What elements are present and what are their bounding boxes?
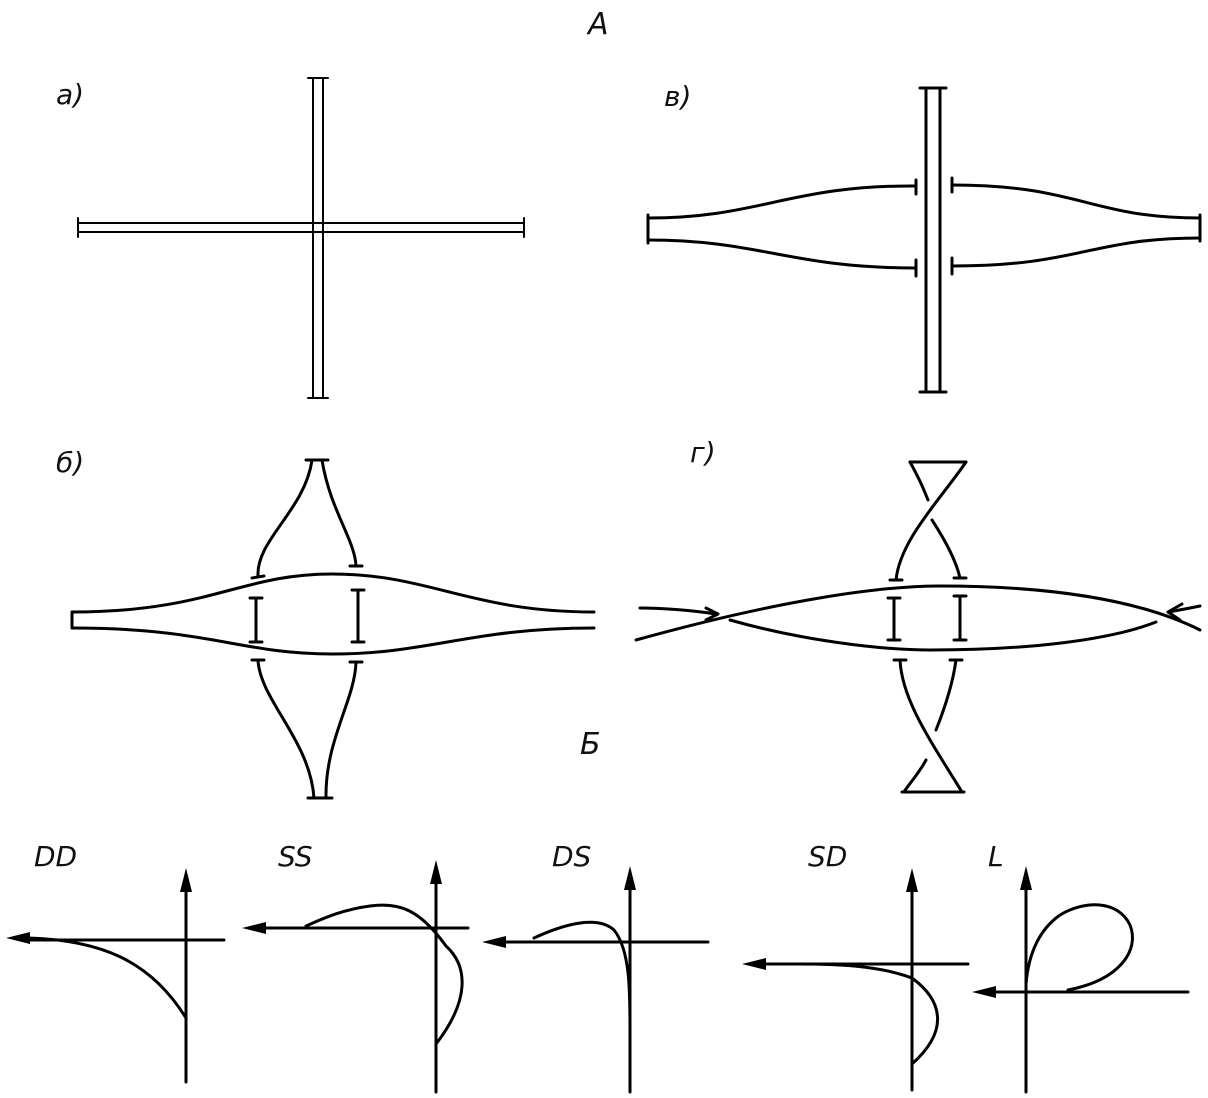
panel-g-label: г)	[690, 436, 716, 469]
panel-a-diagram	[77, 77, 525, 399]
dd-curve-diagram	[6, 868, 226, 1084]
panel-v-label: в)	[664, 80, 691, 113]
ss-curve-diagram	[242, 860, 470, 1094]
panel-b-diagram	[70, 458, 596, 800]
panel-v-diagram	[646, 86, 1202, 394]
ss-label: SS	[278, 840, 313, 873]
panel-a-label: а)	[56, 78, 84, 111]
panel-b-label: б)	[56, 446, 84, 479]
l-label: L	[988, 840, 1004, 873]
part-b-label: Б	[580, 727, 601, 762]
sd-curve-diagram	[742, 868, 970, 1092]
ds-curve-diagram	[482, 866, 710, 1094]
panel-g-diagram	[634, 460, 1202, 794]
ds-label: DS	[552, 840, 591, 873]
l-curve-diagram	[972, 866, 1190, 1094]
sd-label: SD	[808, 840, 847, 873]
dd-label: DD	[34, 840, 77, 873]
part-a-label: А	[586, 7, 609, 42]
